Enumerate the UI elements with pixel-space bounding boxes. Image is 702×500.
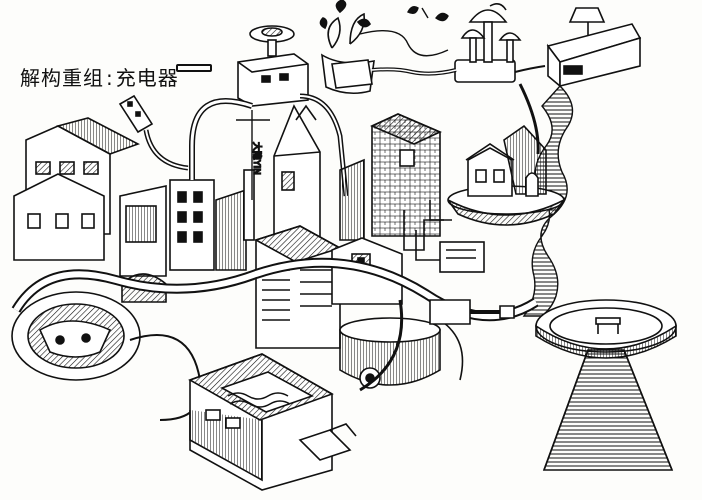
- right-cables: [359, 299, 515, 392]
- spiral-connector-cable: [518, 83, 540, 155]
- mushroom-cluster: [454, 2, 522, 83]
- cable-to-power-bank: [514, 65, 546, 73]
- central-buildings: [169, 104, 343, 349]
- title-separator: :: [106, 66, 114, 90]
- charger-box-top: [189, 53, 349, 197]
- left-building-cluster: [13, 117, 167, 303]
- floating-house-island: [447, 124, 565, 226]
- cable-reel-machine: [11, 291, 202, 421]
- lamp-and-power-bank: [546, 7, 642, 88]
- usb-plug-left: [118, 94, 189, 171]
- title-dash-mark: [176, 64, 212, 72]
- title-theme: 解构重组: [20, 66, 104, 90]
- vine-flowers: [359, 5, 449, 57]
- usb-connector-top: [331, 59, 457, 89]
- sign-post: 大隐YIN: [236, 110, 270, 200]
- title-subject: 充电器: [115, 66, 179, 90]
- brick-tower: [339, 113, 442, 241]
- sign-text: 大隐YIN: [251, 142, 263, 175]
- cylinder-structure: [339, 317, 464, 389]
- drawing-title: 解构重组:充电器: [20, 62, 179, 91]
- pipe-chimneys: [403, 200, 485, 273]
- plug-house-bottom: [188, 353, 357, 491]
- mushroom-table: [249, 25, 295, 57]
- round-platform: [535, 299, 677, 471]
